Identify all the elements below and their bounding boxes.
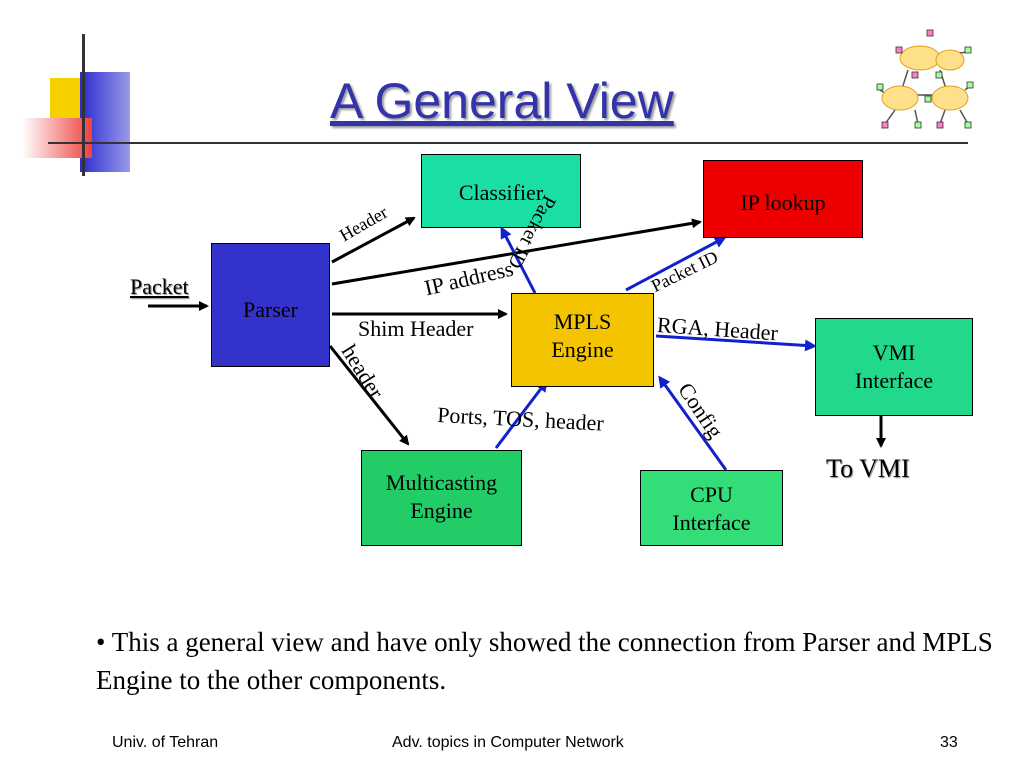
mpls-label-line1: MPLS: [553, 309, 612, 334]
parser-box: Parser: [211, 243, 330, 367]
multicast-label-line1: Multicasting: [385, 470, 498, 495]
footer-page-number: 33: [940, 734, 958, 751]
arrow-mpls-to-iplookup: [625, 236, 727, 292]
arrow-mpls-to-vmi: [655, 334, 817, 352]
mpls-label-line2: Engine: [551, 336, 614, 362]
page-title: A General View: [330, 73, 674, 129]
decor-horizontal-line: [48, 142, 968, 144]
ip-lookup-label: IP lookup: [740, 190, 826, 215]
footer-left: Univ. of Tehran: [112, 734, 219, 751]
bullet-text: • This a general view and have only show…: [96, 627, 993, 695]
footer-center: Adv. topics in Computer Network: [392, 734, 624, 751]
arrow-mpls-to-classifier: [500, 226, 537, 294]
vmi-label-line2: Interface: [854, 367, 934, 393]
packet-input-label: Packet: [130, 274, 189, 299]
cpu-label-line2: Interface: [672, 509, 751, 535]
to-vmi-label: To VMI: [826, 454, 910, 483]
parser-label: Parser: [243, 297, 298, 322]
cpu-interface-box: CPU Interface: [640, 470, 783, 546]
cpu-label-line1: CPU: [690, 482, 733, 507]
ip-lookup-box: IP lookup: [703, 160, 863, 238]
decor-red-square: [22, 118, 92, 158]
vmi-label-line1: VMI: [872, 340, 916, 365]
mpls-engine-box: MPLS Engine: [511, 293, 654, 387]
decor-vertical-line: [82, 34, 85, 176]
classifier-box: Classifier: [421, 154, 581, 228]
shim-header-label: Shim Header: [358, 316, 474, 341]
arrow-cpu-to-mpls: [658, 375, 728, 471]
multicast-label-line2: Engine: [410, 497, 473, 523]
multicasting-engine-box: Multicasting Engine: [361, 450, 522, 546]
classifier-label: Classifier: [458, 180, 544, 205]
arrow-multicast-to-mpls: [494, 379, 548, 449]
arrow-parser-to-classifier: [331, 216, 416, 264]
arrow-parser-to-multicast: [328, 345, 410, 446]
vmi-interface-box: VMI Interface: [815, 318, 973, 416]
